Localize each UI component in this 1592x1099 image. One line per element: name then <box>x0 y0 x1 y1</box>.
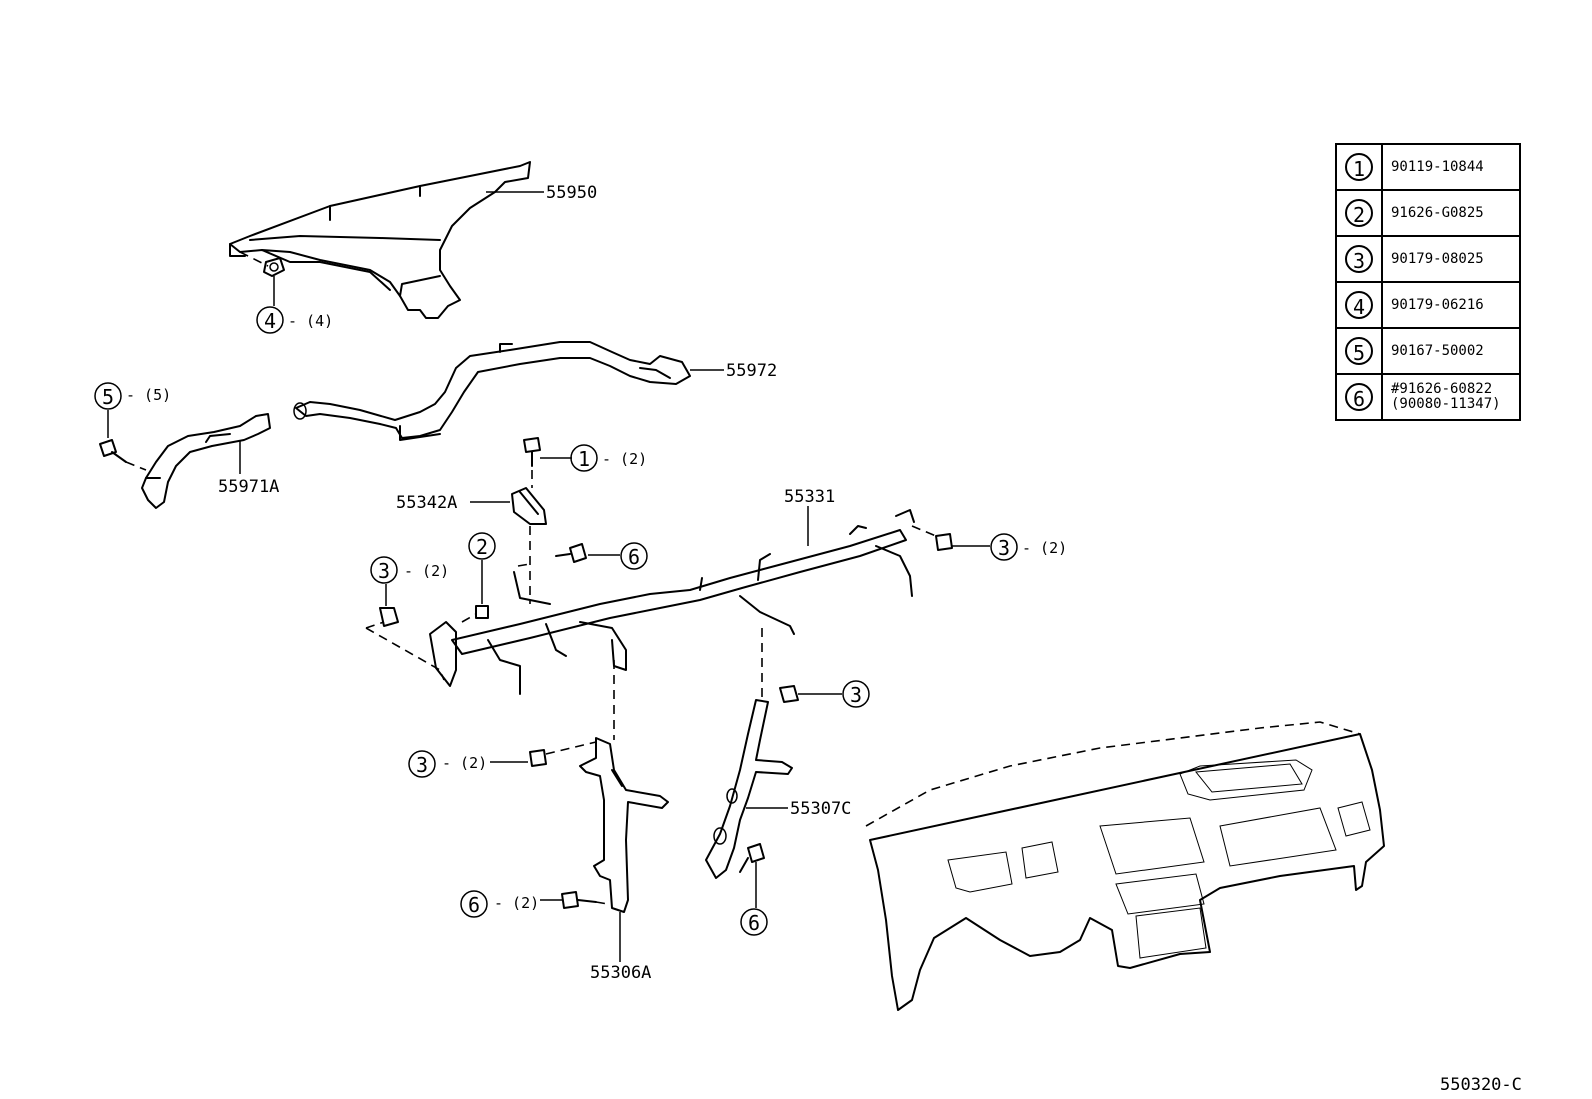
part-55972-duct[interactable] <box>293 341 691 441</box>
svg-text:4: 4 <box>264 309 276 333</box>
instrument-panel-outline <box>865 721 1385 1011</box>
dash-line <box>125 461 147 471</box>
svg-text:1: 1 <box>578 447 590 471</box>
part-55307C-brace[interactable] <box>705 699 793 879</box>
legend-alt-part-number: (90080-11347) <box>1391 396 1501 412</box>
legend-part-number: #91626-60822 (90080-11347) <box>1381 373 1521 421</box>
callout-3-lower[interactable]: 3 - (2) <box>408 750 487 778</box>
svg-text:3: 3 <box>416 753 428 777</box>
legend-row[interactable]: 5 90167-50002 <box>1335 327 1521 375</box>
dash-line <box>911 525 937 537</box>
legend-part-number: 90119-10844 <box>1381 143 1521 191</box>
callout-6-lower[interactable]: 6 - (2) <box>460 890 539 918</box>
callout-3-right[interactable]: 3 - (2) <box>990 533 1067 561</box>
callout-3-left[interactable]: 3 - (2) <box>370 556 449 584</box>
svg-text:- (2): - (2) <box>1022 539 1067 557</box>
part-label-55331: 55331 <box>784 487 835 507</box>
dash-line <box>545 741 597 755</box>
nut-icon[interactable] <box>263 257 285 277</box>
svg-text:6: 6 <box>468 893 480 917</box>
legend-num: 2 <box>1345 199 1373 227</box>
part-55342A-bracket[interactable] <box>511 487 547 525</box>
callout-4-top[interactable]: 4 - (4) <box>256 306 333 334</box>
bolt-icon[interactable] <box>555 543 587 563</box>
legend-num-cell: 4 <box>1335 281 1383 329</box>
screw-icon[interactable] <box>99 439 127 463</box>
screw-icon[interactable] <box>475 605 489 619</box>
svg-text:5: 5 <box>102 385 114 409</box>
bolt-icon[interactable] <box>561 891 597 909</box>
callout-6-mid[interactable]: 6 <box>620 542 648 570</box>
legend-num: 4 <box>1345 291 1373 319</box>
legend-row[interactable]: 2 91626-G0825 <box>1335 189 1521 237</box>
nut-icon[interactable] <box>935 533 953 551</box>
part-label-55971A: 55971A <box>218 477 279 497</box>
part-label-55342A: 55342A <box>396 493 457 513</box>
svg-text:3: 3 <box>850 683 862 707</box>
svg-text:- (4): - (4) <box>288 312 333 330</box>
part-55971A-duct[interactable] <box>141 413 271 509</box>
legend-num-cell: 5 <box>1335 327 1383 375</box>
legend-part-number: 90179-08025 <box>1381 235 1521 283</box>
svg-text:6: 6 <box>628 545 640 569</box>
svg-text:3: 3 <box>378 559 390 583</box>
part-55331-reinforcement[interactable] <box>429 509 915 695</box>
legend-num-cell: 1 <box>1335 143 1383 191</box>
callout-5-left[interactable]: 5 - (5) <box>94 382 171 410</box>
dash-line <box>517 563 531 567</box>
callout-6-bottom[interactable]: 6 <box>740 908 768 936</box>
diagram-code: 550320-C <box>1440 1075 1522 1095</box>
legend-num: 6 <box>1345 383 1373 411</box>
svg-text:- (2): - (2) <box>404 562 449 580</box>
nut-icon[interactable] <box>379 607 399 627</box>
svg-text:- (5): - (5) <box>126 386 171 404</box>
part-55950-cover[interactable] <box>229 161 531 319</box>
callout-2-mid[interactable]: 2 <box>468 532 496 560</box>
legend-num: 1 <box>1345 153 1373 181</box>
callout-3-mid[interactable]: 3 <box>842 680 870 708</box>
callout-1-top[interactable]: 1 - (2) <box>570 444 647 472</box>
svg-text:3: 3 <box>998 536 1010 560</box>
svg-text:6: 6 <box>748 911 760 935</box>
nut-icon[interactable] <box>529 749 547 767</box>
svg-text:- (2): - (2) <box>442 754 487 772</box>
legend-row[interactable]: 4 90179-06216 <box>1335 281 1521 329</box>
legend-part-number: 90179-06216 <box>1381 281 1521 329</box>
part-label-55950: 55950 <box>546 183 597 203</box>
legend-num: 5 <box>1345 337 1373 365</box>
bolt-icon[interactable] <box>739 843 765 873</box>
part-label-55306A: 55306A <box>590 963 651 983</box>
dash-line <box>461 613 477 623</box>
legend-part-number: 90167-50002 <box>1381 327 1521 375</box>
dash-line <box>239 251 269 267</box>
legend-row[interactable]: 3 90179-08025 <box>1335 235 1521 283</box>
svg-text:- (2): - (2) <box>494 894 539 912</box>
part-label-55972: 55972 <box>726 361 777 381</box>
bolt-icon[interactable] <box>523 437 541 467</box>
part-55306A-brace[interactable] <box>579 737 669 913</box>
svg-text:2: 2 <box>476 535 488 559</box>
legend-part-number: 91626-G0825 <box>1381 189 1521 237</box>
nut-icon[interactable] <box>779 685 799 703</box>
legend-row[interactable]: 6 #91626-60822 (90080-11347) <box>1335 373 1521 421</box>
dash-line <box>365 621 385 629</box>
legend-num-cell: 6 <box>1335 373 1383 421</box>
dash-line <box>365 627 445 681</box>
dash-line <box>595 901 609 905</box>
legend-num-cell: 2 <box>1335 189 1383 237</box>
part-label-55307C: 55307C <box>790 799 851 819</box>
svg-text:- (2): - (2) <box>602 450 647 468</box>
legend-row[interactable]: 1 90119-10844 <box>1335 143 1521 191</box>
legend-num: 3 <box>1345 245 1373 273</box>
legend-num-cell: 3 <box>1335 235 1383 283</box>
part-number-legend: 1 90119-10844 2 91626-G0825 3 90179-0802… <box>1335 143 1521 421</box>
